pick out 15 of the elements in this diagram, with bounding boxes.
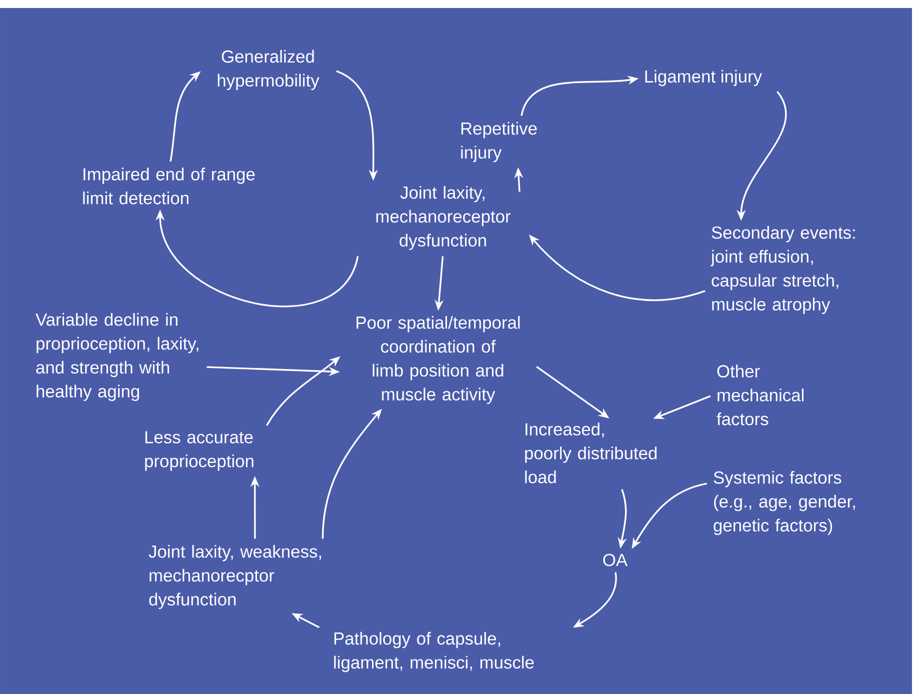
concept-label: Less accurate proprioception	[145, 431, 254, 471]
concept-label: Generalized hypermobility	[218, 50, 320, 90]
concept-label: Secondary events: joint effusion, capsular stretch, muscle atrophy	[710, 226, 855, 314]
concept-label: Repetitive injury	[461, 122, 537, 162]
concept-label: Ligament injury	[645, 70, 762, 86]
concept-label: Pathology of capsule, ligament, menisci, muscle	[334, 632, 534, 672]
concept-label: Other mechanical factors	[716, 364, 804, 426]
concept-label: OA	[603, 554, 628, 566]
concept-label: Variable decline in proprioception, laxity, and strength with healthy aging	[36, 313, 198, 401]
concept-label: Impaired end of range limit detection	[83, 168, 255, 204]
concept-label: Systemic factors (e.g., age, gender, genetic factors)	[714, 470, 855, 536]
concept-label: Joint laxity, mechanoreceptor dysfunction	[376, 186, 511, 250]
concept-label: Joint laxity, weakness, mechanorecptor dysfunction	[148, 544, 321, 610]
concept-label: Increased, poorly distributed load	[525, 422, 657, 484]
concept-label: Poor spatial/temporal coordination of limb position and muscle activity	[356, 316, 520, 404]
